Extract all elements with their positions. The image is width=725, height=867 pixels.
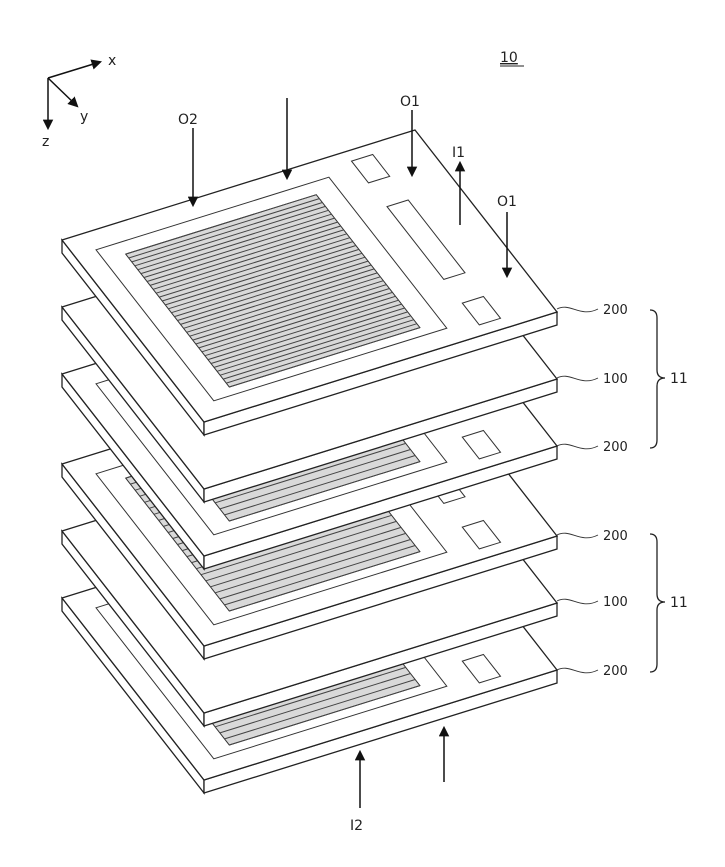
group-label-1: 11 xyxy=(670,371,688,387)
label-i2: I2 xyxy=(350,818,363,834)
layer-label-6: 200 xyxy=(603,664,628,679)
label-o2: O2 xyxy=(178,112,198,128)
axis-label-x: x xyxy=(108,53,116,69)
figure-number: 10 xyxy=(500,50,518,66)
group-braces: 11 11 xyxy=(650,310,688,672)
label-o1-right: O1 xyxy=(497,194,517,210)
axis-label-z: z xyxy=(42,134,49,150)
layer-label-4: 200 xyxy=(603,529,628,544)
group-label-2: 11 xyxy=(670,595,688,611)
label-i1: I1 xyxy=(452,145,465,161)
layer-label-5: 100 xyxy=(603,595,628,610)
layer-callouts: 200 100 200 200 100 200 xyxy=(557,303,628,679)
axis-triad: x y z xyxy=(42,53,116,150)
label-o1-top: O1 xyxy=(400,94,420,110)
layer-stack xyxy=(62,130,557,793)
layer-label-2: 100 xyxy=(603,372,628,387)
layer-label-3: 200 xyxy=(603,440,628,455)
layer-label-1: 200 xyxy=(603,303,628,318)
axis-label-y: y xyxy=(80,109,88,125)
